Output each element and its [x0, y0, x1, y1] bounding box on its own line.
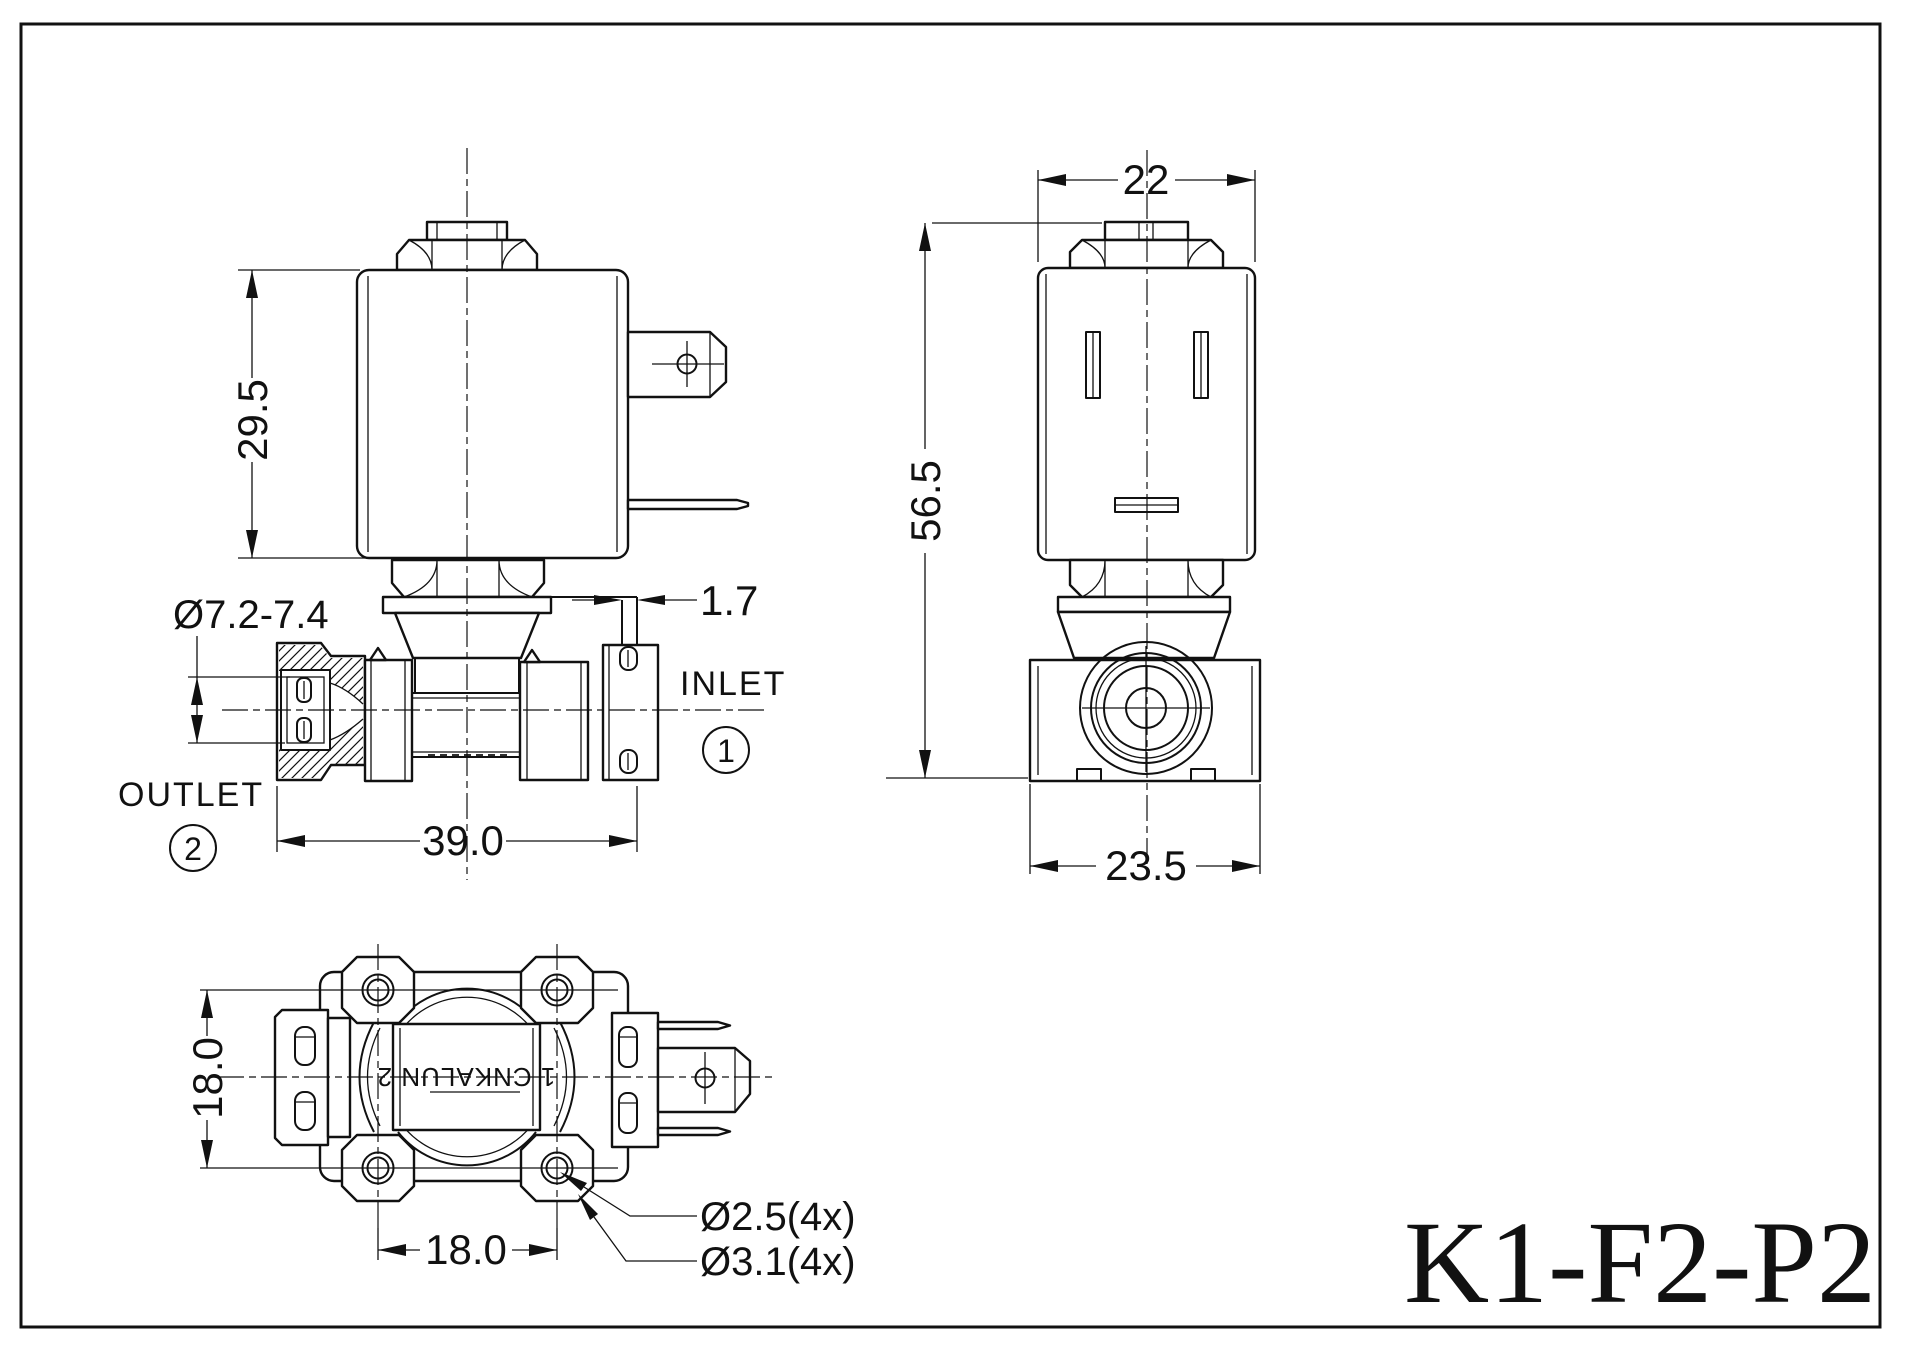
outlet-number-badge: 2 — [169, 824, 217, 872]
dim-bracket-thickness: 1.7 — [572, 577, 758, 624]
outlet-label: OUTLET — [118, 776, 264, 814]
valve-block-side — [1028, 641, 1262, 783]
sheet-border — [19, 22, 1882, 1329]
inlet-label: INLET — [680, 665, 786, 703]
dim-coil-width: 22 — [1037, 156, 1256, 262]
ground-tab — [626, 498, 750, 511]
dim-hole-horizontal-spacing: 18.0 — [377, 1226, 558, 1273]
inlet-port-section — [601, 643, 660, 782]
dim-outlet-bore-text: Ø7.2-7.4 — [173, 593, 329, 637]
dim-coil-height-text: 29.5 — [229, 379, 276, 461]
coil-bottom-nut-side — [1056, 558, 1232, 660]
coil-body-front — [355, 268, 630, 560]
inlet-number-badge: 1 — [702, 726, 750, 774]
dim-outlet-bore: Ø7.2-7.4 — [173, 593, 329, 744]
dim-body-length: 39.0 — [276, 786, 638, 864]
side-view: 22 56.5 23.5 — [886, 150, 1262, 889]
pin-terminal-bottom — [656, 1126, 732, 1137]
dim-body-depth: 23.5 — [1029, 784, 1261, 889]
dim-total-height: 56.5 — [886, 222, 1102, 779]
drawing-title: K1-F2-P2 — [1404, 1197, 1876, 1328]
front-view: 29.5 Ø7.2-7.4 1.7 39.0 OUTLET 2 — [118, 148, 786, 880]
dim-body-length-text: 39.0 — [422, 817, 504, 864]
spade-terminal-bottom — [656, 1046, 752, 1114]
spade-terminal — [626, 330, 728, 399]
callout-hole-large: Ø3.1(4x) — [578, 1194, 856, 1284]
dim-coil-width-text: 22 — [1123, 156, 1170, 203]
dim-bracket-thickness-text: 1.7 — [700, 577, 758, 624]
dim-body-depth-text: 23.5 — [1105, 842, 1187, 889]
callout-hole-small-text: Ø2.5(4x) — [700, 1195, 856, 1239]
bottom-lug-crosshairs — [200, 989, 618, 1169]
dim-total-height-text: 56.5 — [902, 460, 949, 542]
dim-hole-vertical-spacing-text: 18.0 — [184, 1037, 231, 1119]
callout-hole-small: Ø2.5(4x) — [560, 1172, 856, 1239]
bottom-lug-centerlines — [377, 944, 558, 1228]
inlet-connector-bottom — [610, 1011, 752, 1149]
outlet-port-section — [275, 641, 367, 782]
callout-hole-large-text: Ø3.1(4x) — [700, 1240, 856, 1284]
valve-tube-front — [363, 646, 590, 783]
outlet-number: 2 — [184, 831, 202, 867]
dim-hole-vertical-spacing: 18.0 — [184, 990, 231, 1168]
pin-terminal-top — [656, 1020, 732, 1031]
dim-hole-horizontal-spacing-text: 18.0 — [425, 1226, 507, 1273]
dim-coil-height: 29.5 — [229, 269, 365, 559]
inlet-number: 1 — [717, 733, 735, 769]
bottom-view: 1 CNKALUN 2 — [184, 944, 856, 1284]
